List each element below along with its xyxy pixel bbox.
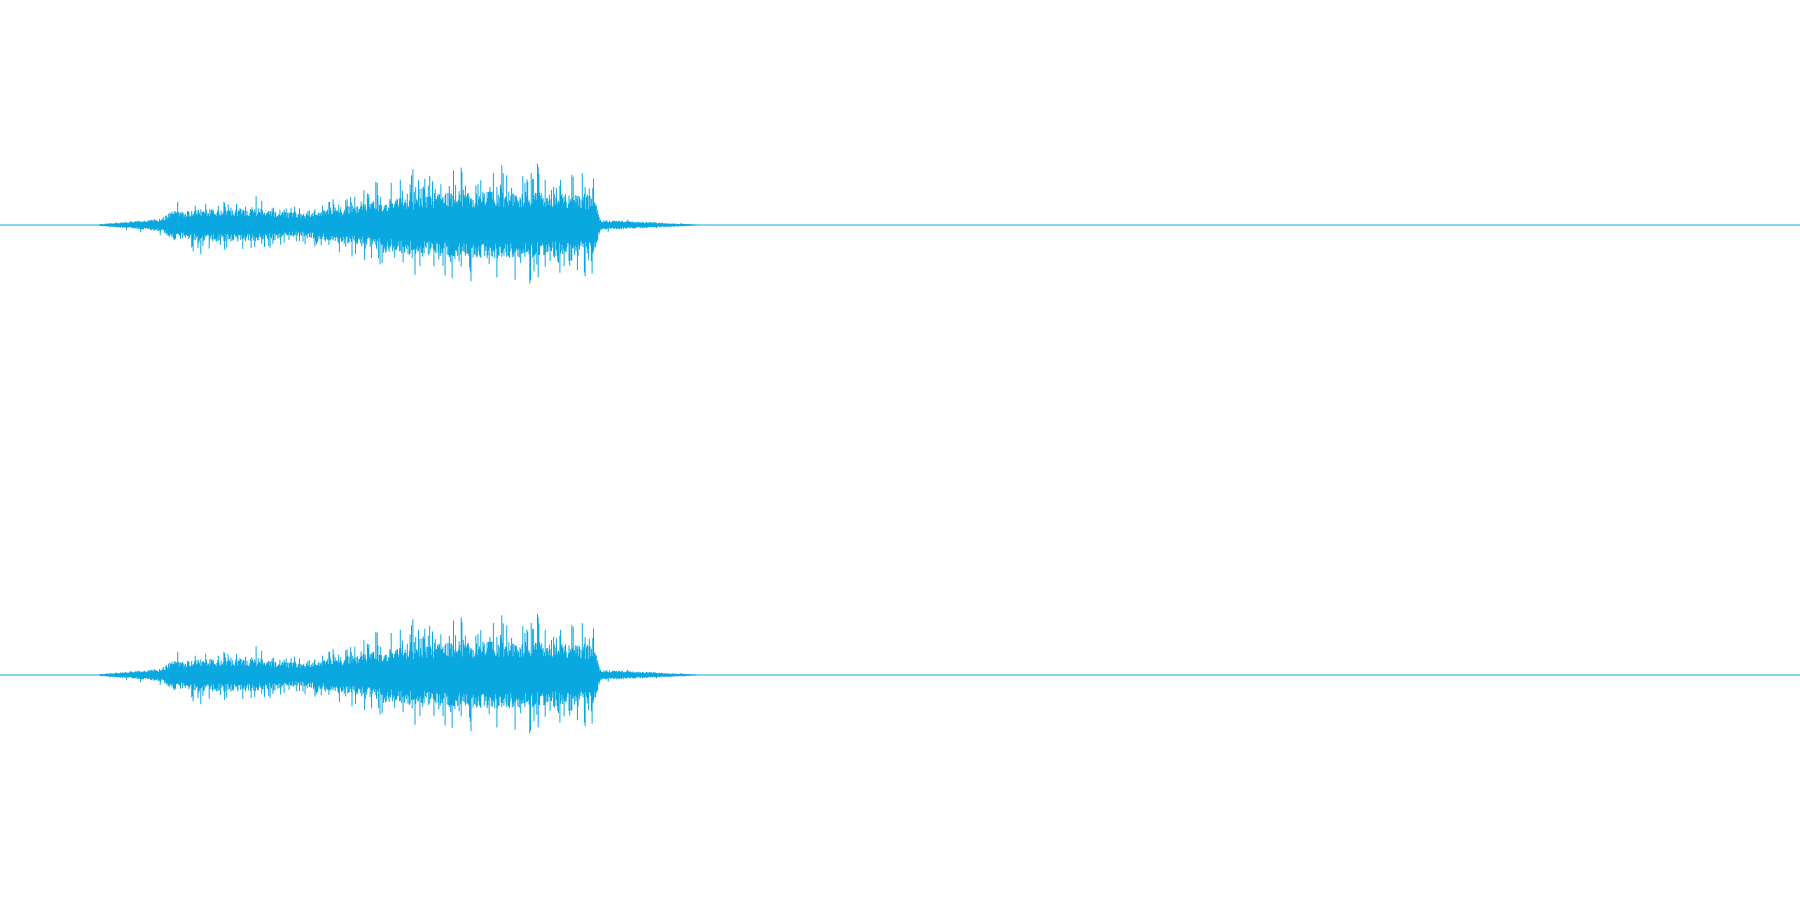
waveform-channel-1 — [0, 163, 1800, 284]
waveform-signal — [99, 163, 701, 284]
waveform-path-group — [0, 163, 1800, 284]
waveform-channel-2 — [0, 613, 1800, 734]
waveform-path-group — [0, 613, 1800, 734]
waveform-signal — [99, 613, 701, 734]
